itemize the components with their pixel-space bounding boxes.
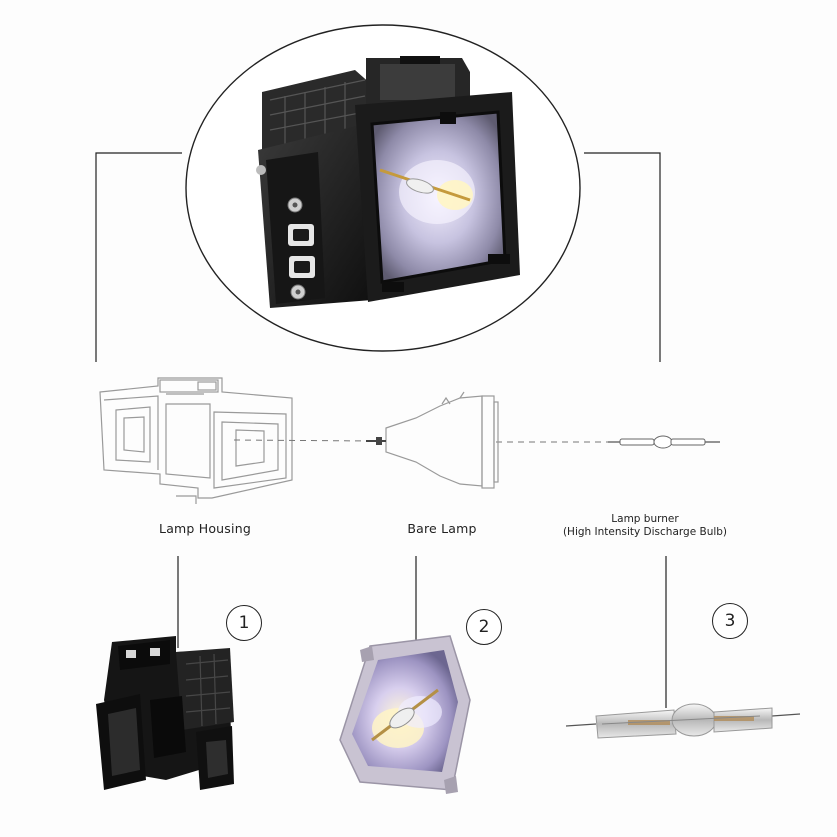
sketch-lamp-housing (99, 377, 293, 504)
label-lamp-housing: Lamp Housing (159, 521, 251, 536)
top-connector-lines (95, 152, 661, 362)
callout-number-2: 2 (466, 609, 502, 645)
top-lamp-module-image (256, 56, 520, 308)
photo-lamp-burner (565, 703, 801, 739)
leader-lines (177, 556, 667, 708)
label-lamp-burner: Lamp burner (High Intensity Discharge Bu… (530, 513, 760, 539)
photo-lamp-housing (96, 636, 234, 790)
sketch-bare-lamp (366, 391, 499, 489)
callout-number-1: 1 (226, 605, 262, 641)
label-lamp-burner-title: Lamp burner (611, 513, 679, 525)
label-bare-lamp: Bare Lamp (407, 521, 477, 536)
photo-bare-lamp (339, 635, 471, 794)
sketch-lamp-burner (608, 435, 720, 449)
sketch-dashed-axis (233, 439, 610, 443)
label-lamp-burner-subtitle: (High Intensity Discharge Bulb) (562, 526, 728, 538)
callout-number-3: 3 (712, 603, 748, 639)
